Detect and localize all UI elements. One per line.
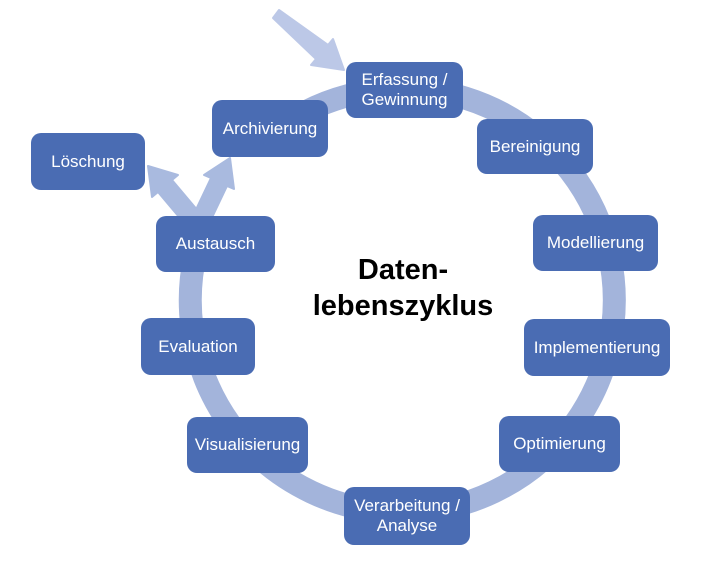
node-modellierung: Modellierung [533,215,658,271]
node-implementierung: Implementierung [524,319,670,376]
diagram-title: Daten- lebenszyklus [312,254,494,322]
node-erfassung-gewinnung: Erfassung / Gewinnung [346,62,463,118]
node-loeschung: Löschung [31,133,145,190]
node-bereinigung: Bereinigung [477,119,593,174]
node-visualisierung: Visualisierung [187,417,308,473]
node-evaluation: Evaluation [141,318,255,375]
node-optimierung: Optimierung [499,416,620,472]
node-verarbeitung-analyse: Verarbeitung / Analyse [344,487,470,545]
node-archivierung: Archivierung [212,100,328,157]
entry-arrow-icon [272,9,345,71]
node-austausch: Austausch [156,216,275,272]
